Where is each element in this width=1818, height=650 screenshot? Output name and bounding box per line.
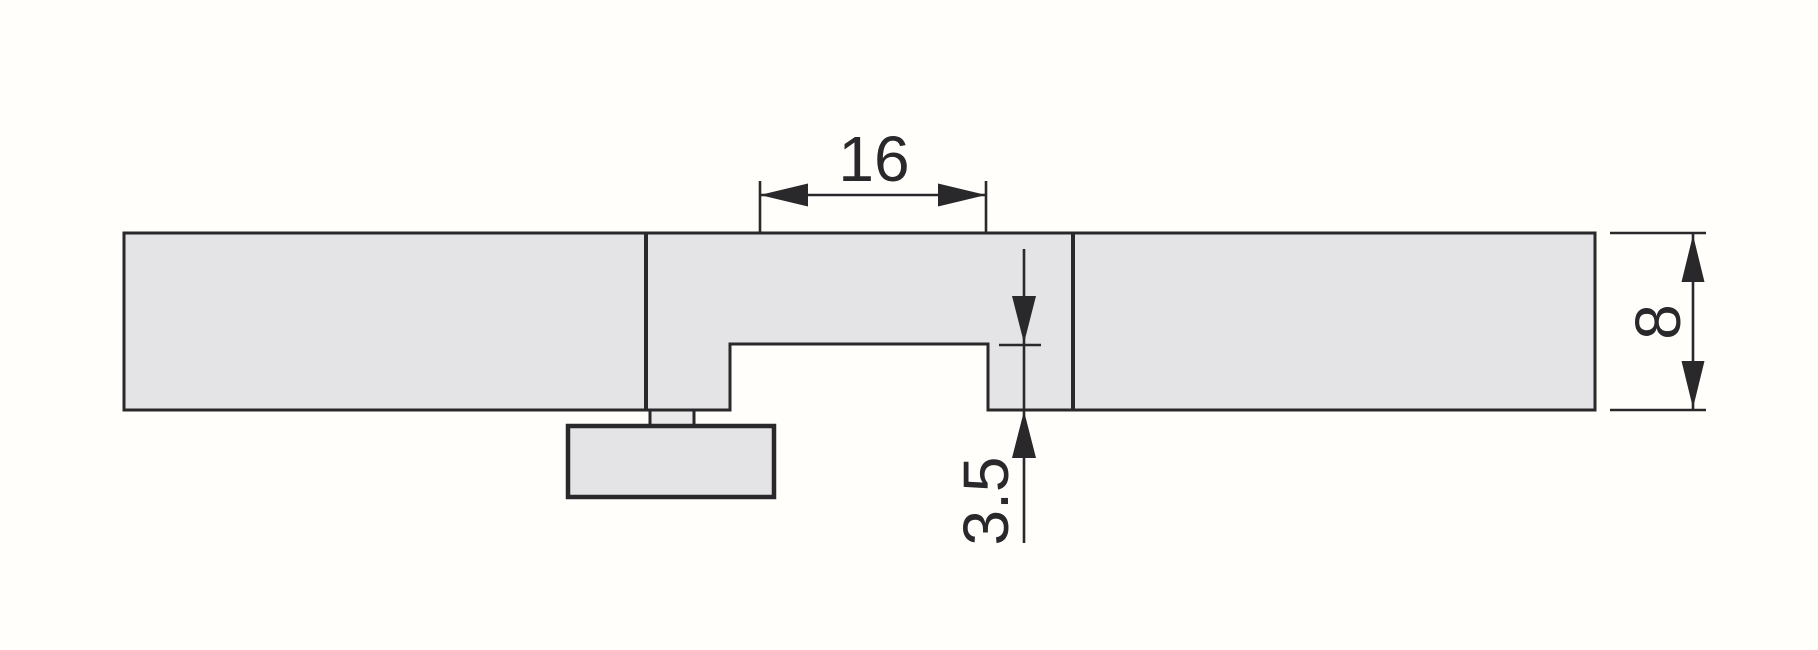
section-parts — [122, 231, 1597, 500]
groove-width-label: 16 — [838, 123, 909, 195]
arrowhead-up-icon — [1681, 235, 1705, 282]
dimension-residual-thickness: 3.5 — [950, 249, 1041, 545]
right-panel — [1071, 231, 1597, 412]
arrowhead-left-icon — [760, 183, 808, 207]
arrowhead-down-icon — [1012, 296, 1036, 343]
panel-thickness-label: 8 — [1622, 304, 1694, 340]
left-panel — [122, 231, 648, 412]
arrowhead-up-icon — [1012, 411, 1036, 458]
arrowhead-right-icon — [938, 183, 986, 207]
dimension-panel-thickness: 8 — [1610, 231, 1706, 412]
middle-panel-with-groove — [644, 231, 1075, 412]
connector-block — [565, 423, 777, 500]
residual-thickness-label: 3.5 — [950, 457, 1022, 546]
arrowhead-down-icon — [1681, 361, 1705, 408]
dimension-groove-width: 16 — [758, 123, 988, 233]
